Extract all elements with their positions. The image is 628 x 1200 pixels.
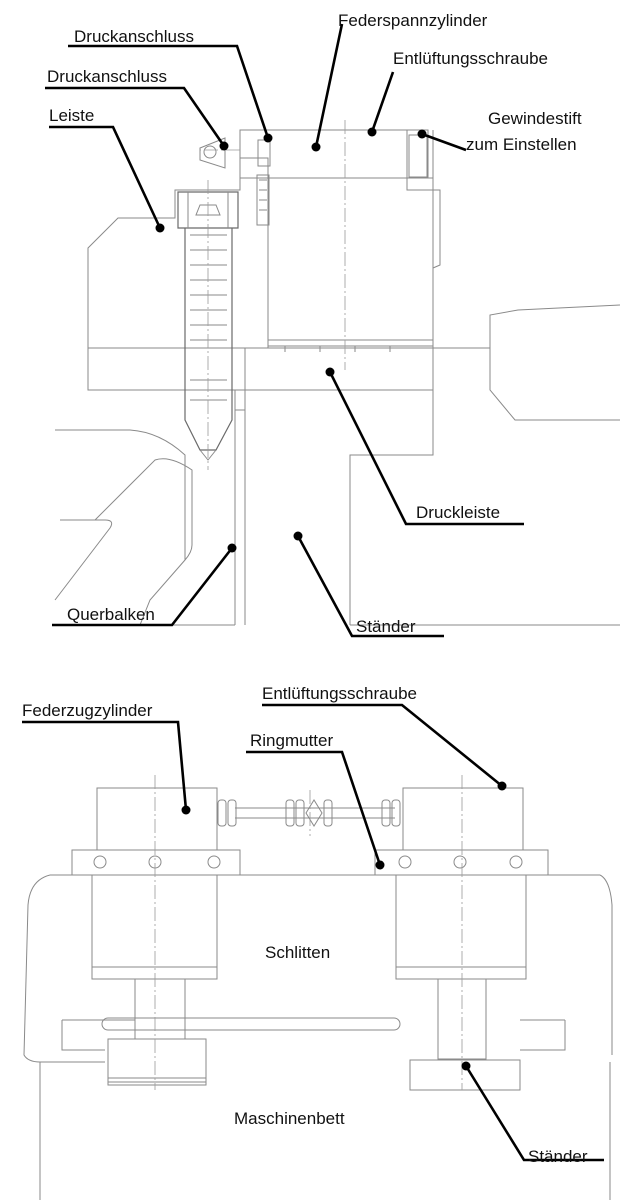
label-maschinenbett: Maschinenbett: [234, 1109, 345, 1128]
label-gewindestift-line1: Gewindestift: [488, 109, 582, 128]
label-staender-bottom: Ständer: [528, 1147, 588, 1166]
label-druckleiste: Druckleiste: [416, 503, 500, 522]
bottom-diagram: Entlüftungsschraube Federzugzylinder Rin…: [22, 684, 613, 1200]
label-federzugzylinder: Federzugzylinder: [22, 701, 153, 720]
label-entlueftungsschraube-bottom: Entlüftungsschraube: [262, 684, 417, 703]
label-staender-top: Ständer: [356, 617, 416, 636]
top-diagram: Federspannzylinder Druckanschluss Drucka…: [45, 11, 621, 638]
label-gewindestift-line2: zum Einstellen: [466, 135, 577, 154]
top-drawing-lines: [54, 120, 621, 626]
label-druckanschluss-1: Druckanschluss: [74, 27, 194, 46]
label-querbalken: Querbalken: [67, 605, 155, 624]
label-druckanschluss-2: Druckanschluss: [47, 67, 167, 86]
label-entlueftungsschraube-top: Entlüftungsschraube: [393, 49, 548, 68]
bottom-drawing-lines: [23, 775, 613, 1200]
label-leiste: Leiste: [49, 106, 94, 125]
top-leaders: [45, 23, 524, 638]
bottom-leaders: [22, 703, 604, 1162]
label-ringmutter: Ringmutter: [250, 731, 333, 750]
label-schlitten: Schlitten: [265, 943, 330, 962]
label-federspannzylinder: Federspannzylinder: [338, 11, 488, 30]
